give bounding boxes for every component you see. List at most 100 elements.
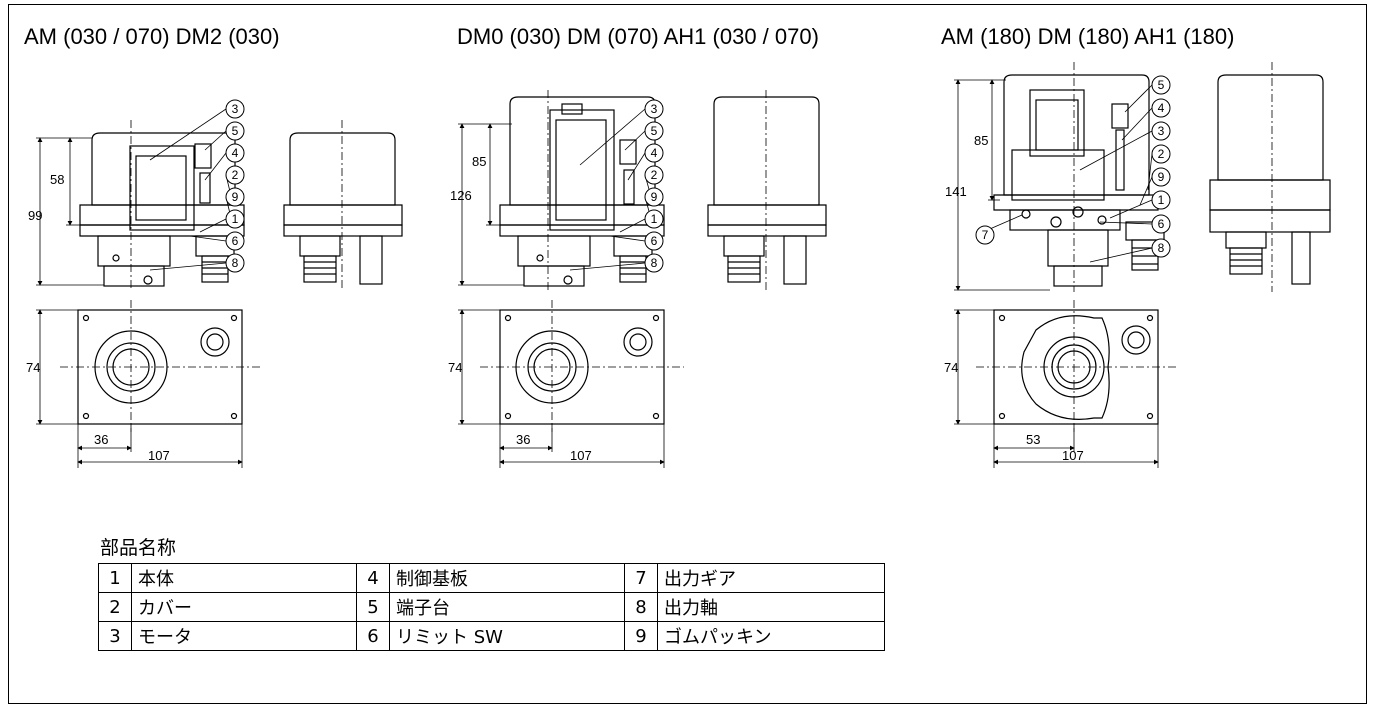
callout-circle (644, 187, 664, 207)
callout-leader (149, 108, 227, 161)
dim-cover-height: 85 (472, 154, 486, 169)
dim-base-width: 107 (1062, 448, 1084, 463)
part-number: 7 (624, 563, 658, 593)
callout-circle (225, 187, 245, 207)
title-model-group-2: DM0 (030) DM (070) AH1 (030 / 070) (457, 24, 819, 49)
callout-leader (609, 235, 646, 242)
part-name: 出力軸 (657, 592, 885, 622)
part-name: リミット SW (389, 621, 625, 651)
table-row: 1 本体 4 制御基板 7 出力ギア (98, 563, 885, 593)
dimensions-3 (954, 79, 1159, 468)
part-number: 3 (98, 621, 132, 651)
callout-circle (644, 209, 664, 229)
part-name: 本体 (131, 563, 357, 593)
callout-leader (1089, 247, 1153, 263)
callout-circle (644, 231, 664, 251)
part-number: 5 (356, 592, 390, 622)
drawing-group-1 (36, 120, 403, 468)
part-name: 端子台 (389, 592, 625, 622)
callout-number-2: 2 (1158, 147, 1165, 161)
dim-cover-height: 85 (974, 133, 988, 148)
callout-number-5: 5 (232, 124, 239, 138)
part-name: カバー (131, 592, 357, 622)
callout-number-5: 5 (1158, 78, 1165, 92)
dimension-labels-2: 126 85 74 36 107 (448, 154, 592, 463)
callout-number-9: 9 (232, 190, 239, 204)
part-name: モータ (131, 621, 357, 651)
callout-leader (1121, 107, 1153, 141)
bottom-view-2 (480, 300, 684, 432)
callout-circle (1151, 121, 1171, 141)
callout-number-3: 3 (651, 102, 658, 116)
callout-circle (225, 209, 245, 229)
callout-circle (644, 121, 664, 141)
callout-circle (225, 253, 245, 273)
side-view-2 (499, 90, 665, 290)
dim-base-depth: 74 (944, 360, 958, 375)
callout-circle (225, 165, 245, 185)
dim-base-width: 107 (148, 448, 170, 463)
bottom-view-3 (976, 300, 1178, 432)
part-number: 4 (356, 563, 390, 593)
callout-number-8: 8 (232, 256, 239, 270)
callout-number-5: 5 (651, 124, 658, 138)
callout-number-3: 3 (232, 102, 239, 116)
callout-leader (579, 108, 646, 166)
callout-number-8: 8 (651, 256, 658, 270)
callout-leader (1109, 199, 1153, 219)
title-model-group-1: AM (030 / 070) DM2 (030) (24, 24, 280, 49)
callout-circle (644, 165, 664, 185)
callout-number-6: 6 (651, 234, 658, 248)
callout-number-4: 4 (651, 146, 658, 160)
part-number: 6 (356, 621, 390, 651)
title-model-group-3: AM (180) DM (180) AH1 (180) (941, 24, 1235, 49)
callout-circle (1151, 144, 1171, 164)
callout-number-1: 1 (1158, 193, 1165, 207)
callout-circle (1151, 190, 1171, 210)
table-row: 3 モータ 6 リミット SW 9 ゴムパッキン (98, 621, 885, 651)
table-row: 2 カバー 5 端子台 8 出力軸 (98, 592, 885, 622)
callout-circle (225, 231, 245, 251)
callout-circle (975, 225, 995, 245)
callout-number-2: 2 (651, 168, 658, 182)
parts-table: 1 本体 4 制御基板 7 出力ギア 2 カバー 5 端子台 8 出力軸 3 モ… (98, 563, 885, 651)
callout-number-3: 3 (1158, 124, 1165, 138)
callout-circle (1151, 214, 1171, 234)
dim-total-height: 99 (28, 208, 42, 223)
callout-leader (624, 130, 646, 151)
part-number: 2 (98, 592, 132, 622)
callout-leader (149, 262, 227, 271)
callout-circle (1151, 238, 1171, 258)
callout-leader (1124, 84, 1153, 113)
front-view-3 (1209, 62, 1331, 292)
dim-shaft-offset: 36 (94, 432, 108, 447)
dim-base-depth: 74 (448, 360, 462, 375)
part-number: 1 (98, 563, 132, 593)
callout-leader (1099, 221, 1153, 225)
callout-circle (1151, 167, 1171, 187)
front-view-1 (283, 120, 403, 290)
side-view-1 (79, 120, 245, 290)
dim-base-width: 107 (570, 448, 592, 463)
callout-leader (1139, 176, 1153, 206)
callout-leader (189, 235, 227, 242)
callout-number-7: 7 (982, 228, 989, 242)
dim-cover-height: 58 (50, 172, 64, 187)
parts-list-title: 部品名称 (100, 537, 177, 559)
part-name: 出力ギア (657, 563, 885, 593)
callout-leader (1079, 130, 1153, 171)
callout-circle (644, 253, 664, 273)
side-view-3 (993, 62, 1165, 292)
callout-leader (619, 218, 646, 233)
callout-leader (627, 152, 646, 181)
part-name: 制御基板 (389, 563, 625, 593)
dimension-labels-3: 141 85 74 53 107 (944, 133, 1084, 463)
callout-circle (1151, 98, 1171, 118)
callout-leader (204, 130, 227, 151)
callout-number-1: 1 (651, 212, 658, 226)
dim-total-height: 126 (450, 188, 472, 203)
callout-number-4: 4 (232, 146, 239, 160)
front-view-2 (707, 90, 827, 290)
drawing-group-3 (954, 62, 1331, 468)
